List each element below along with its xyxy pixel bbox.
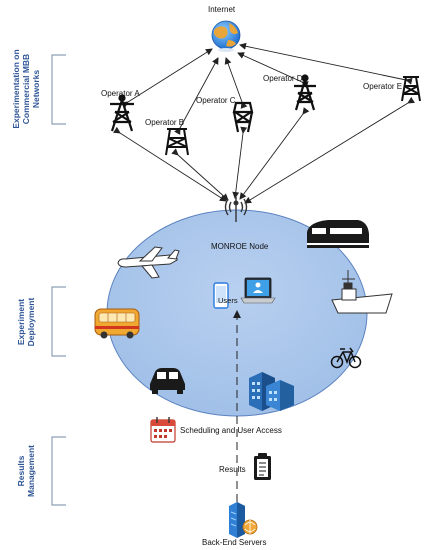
buildings-icon	[249, 372, 294, 411]
antenna-icon	[224, 197, 248, 222]
section-title-experimentation: Experimentation on Commercial MBB Networ…	[11, 49, 41, 129]
monroe-node-label: MONROE Node	[211, 242, 269, 251]
operator-c-label: Operator C	[196, 96, 236, 105]
users-label: Users	[218, 296, 238, 305]
section-title-results-management: Results Management	[16, 445, 36, 497]
section-brackets	[51, 54, 66, 506]
internet-label: Internet	[208, 5, 236, 14]
operator-b-label: Operator B	[145, 118, 185, 127]
cell-tower-icon	[110, 94, 134, 132]
car-icon	[150, 368, 185, 394]
cell-tower-icon	[401, 76, 421, 102]
operator-e-label: Operator E	[363, 82, 403, 91]
phone-icon	[213, 282, 229, 309]
back-end-servers-label: Back-End Servers	[202, 538, 267, 547]
operator-node-links	[113, 96, 415, 204]
ship-icon	[331, 270, 393, 314]
bicycle-icon	[330, 347, 362, 369]
results-label: Results	[219, 465, 246, 474]
bus-icon	[94, 308, 140, 339]
internet-operator-links	[121, 42, 413, 135]
operator-a-label: Operator A	[101, 89, 140, 98]
clipboard-icon	[254, 453, 271, 480]
cell-tower-icon	[232, 101, 254, 133]
scheduling-label: Scheduling and User Access	[180, 426, 282, 435]
section-title-deployment: Experiment Deployment	[16, 297, 36, 347]
cell-tower-icon	[165, 128, 189, 156]
airplane-icon	[117, 246, 180, 279]
server-icon	[229, 502, 258, 538]
results-flow-arrowhead	[233, 310, 241, 318]
laptop-icon	[240, 277, 276, 304]
operator-d-label: Operator D	[263, 74, 303, 83]
globe-icon	[211, 20, 241, 52]
train-icon	[307, 220, 369, 248]
calendar-icon	[150, 417, 176, 443]
cell-tower-icon	[294, 74, 316, 111]
